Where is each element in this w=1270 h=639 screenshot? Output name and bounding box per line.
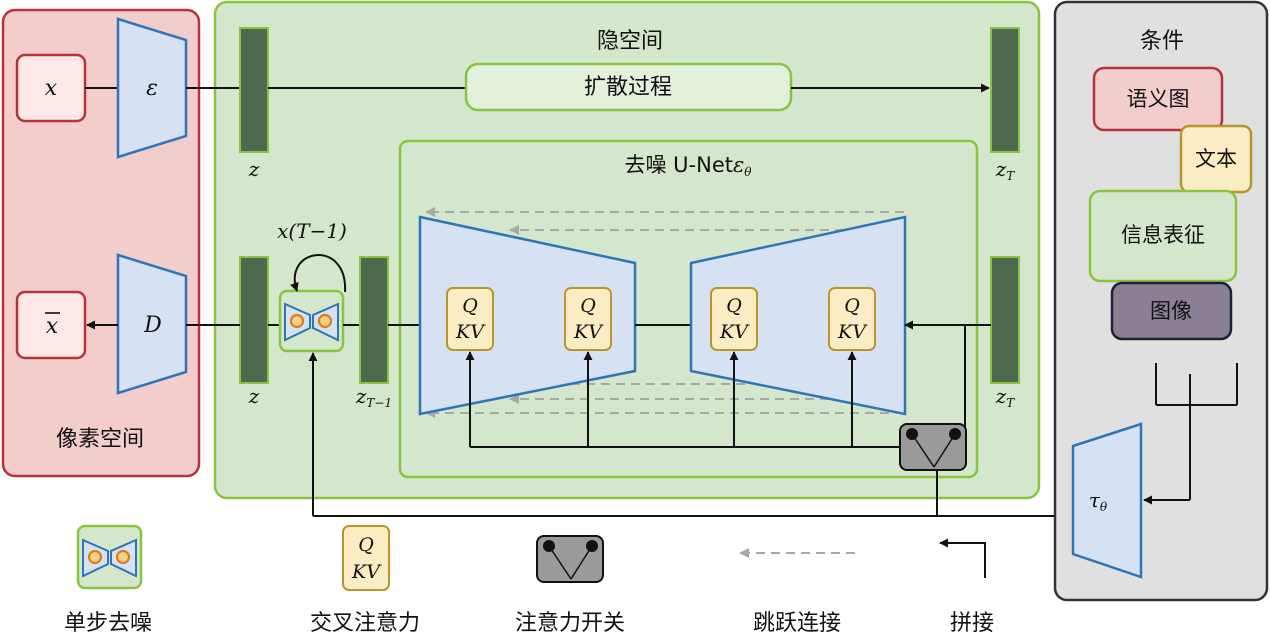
qkv-block-1: Q KV xyxy=(446,287,494,351)
zT-top-block xyxy=(990,27,1020,153)
condition-merge-tree xyxy=(1143,363,1238,505)
z-prev-block xyxy=(359,256,389,384)
z-prev-label: zT−1 xyxy=(355,384,392,410)
svg-text:KV: KV xyxy=(719,321,750,343)
svg-text:信息表征: 信息表征 xyxy=(1121,223,1205,247)
svg-text:Q: Q xyxy=(844,295,860,317)
svg-text:扩散过程: 扩散过程 xyxy=(584,75,672,100)
z-bottom-label: z xyxy=(248,384,260,408)
zT-top-label: zT xyxy=(995,157,1016,183)
svg-text:τθ: τθ xyxy=(1089,488,1108,514)
loop-label: x(T−1) xyxy=(277,219,347,243)
qkv-block-3: Q KV xyxy=(710,287,758,351)
svg-text:x: x xyxy=(46,314,59,339)
svg-text:ε: ε xyxy=(146,76,158,101)
qkv-block-4: Q KV xyxy=(828,287,876,351)
legend-denoise-step-icon xyxy=(76,524,143,590)
svg-text:Q: Q xyxy=(580,295,596,317)
unet-title: 去噪 U-Netεθ xyxy=(624,153,752,179)
denoise-step-block xyxy=(278,289,345,353)
decoder-trapezoid: D xyxy=(116,253,188,395)
tau-encoder-trapezoid: τθ xyxy=(1071,422,1143,579)
zT-bottom-block xyxy=(990,256,1020,384)
input-x-box: x xyxy=(15,53,87,123)
svg-text:语义图: 语义图 xyxy=(1127,87,1190,111)
representation-box: 信息表征 xyxy=(1088,189,1238,283)
attention-switch xyxy=(899,423,967,471)
svg-text:Q: Q xyxy=(462,295,478,317)
legend-denoise-step-label: 单步去噪 xyxy=(64,611,152,636)
svg-text:x: x xyxy=(45,76,58,101)
conditioning-bus xyxy=(308,325,1073,517)
svg-text:D: D xyxy=(143,313,162,338)
legend-cross-attention-label: 交叉注意力 xyxy=(310,611,420,636)
conditioning-title: 条件 xyxy=(1140,29,1184,54)
unet-encoder-trapezoid xyxy=(418,215,637,416)
legend-attention-switch-label: 注意力开关 xyxy=(515,611,625,636)
legend-cross-attention-icon: Q KV xyxy=(342,525,390,591)
svg-text:Q: Q xyxy=(726,295,742,317)
zT-bottom-label: zT xyxy=(995,384,1016,410)
latent-space-title: 隐空间 xyxy=(597,29,663,54)
z-bottom-block xyxy=(239,256,269,384)
denoise-loop-arrow xyxy=(290,254,347,293)
diffusion-process-box: 扩散过程 xyxy=(464,62,793,112)
legend-concat-icon xyxy=(939,538,986,578)
z-top-label: z xyxy=(248,157,260,181)
svg-text:KV: KV xyxy=(455,321,486,343)
qkv-block-2: Q KV xyxy=(564,287,612,351)
svg-text:KV: KV xyxy=(351,561,382,583)
encoder-trapezoid: ε xyxy=(116,17,188,159)
svg-text:KV: KV xyxy=(837,321,868,343)
pixel-space-title: 像素空间 xyxy=(56,427,144,452)
svg-text:KV: KV xyxy=(573,321,604,343)
legend-skip-connection-label: 跳跃连接 xyxy=(753,611,841,636)
legend-concat-label: 拼接 xyxy=(950,611,994,636)
z-top-block xyxy=(239,27,269,153)
image-box: 图像 xyxy=(1110,281,1233,341)
output-x-bar-box: x xyxy=(15,290,87,360)
text-box: 文本 xyxy=(1179,124,1253,194)
legend-attention-switch-icon xyxy=(536,535,604,583)
semantic-map-box: 语义图 xyxy=(1092,66,1224,132)
svg-text:文本: 文本 xyxy=(1195,147,1237,171)
legend: 单步去噪 Q KV 交叉注意力 注意力开关 跳跃连接 拼接 xyxy=(64,524,994,636)
svg-text:图像: 图像 xyxy=(1150,299,1192,323)
svg-text:Q: Q xyxy=(358,534,374,556)
